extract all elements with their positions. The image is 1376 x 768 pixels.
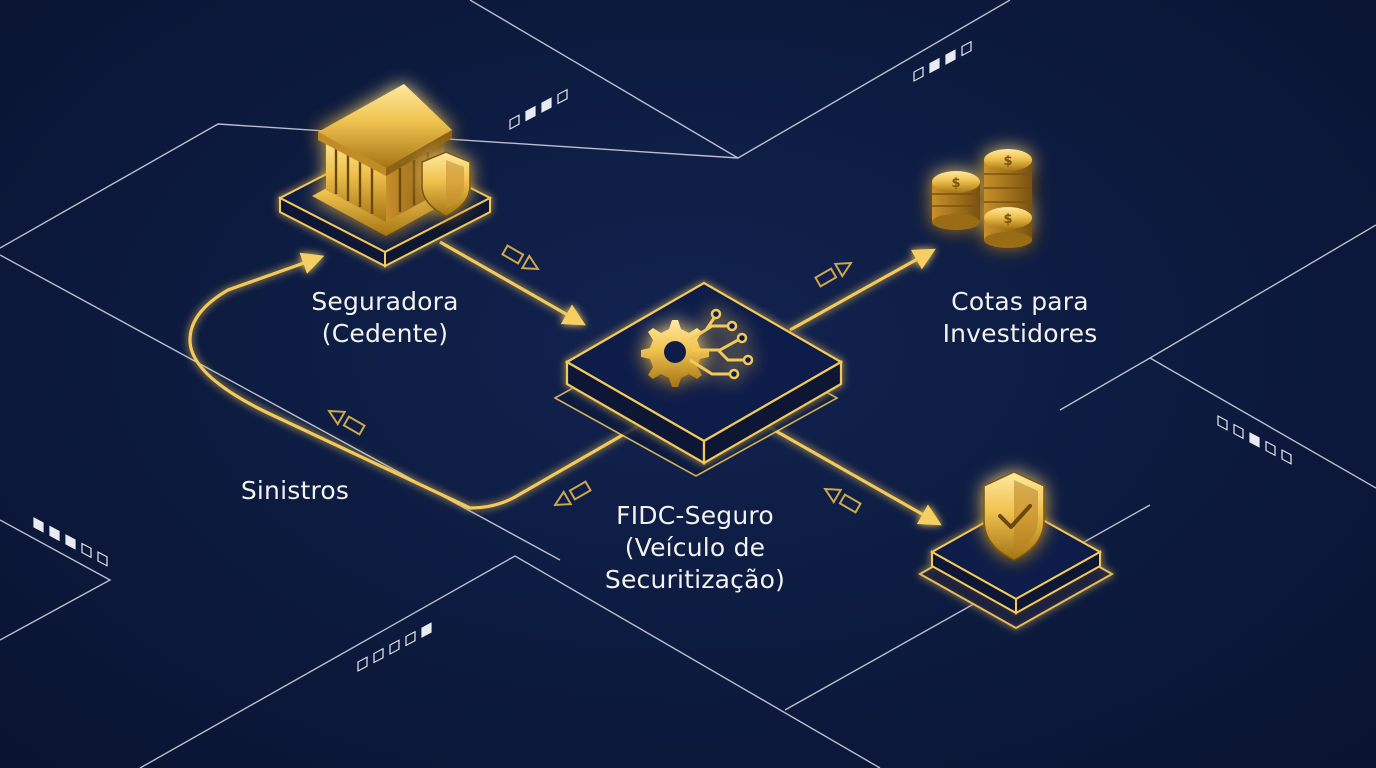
flow-protecao-arrow [759, 420, 942, 526]
flow-connectors [188, 240, 942, 526]
label-seguradora: Seguradora (Cedente) [290, 286, 480, 350]
node-seguradora [277, 84, 493, 268]
label-sinistros: Sinistros [225, 475, 365, 507]
node-cotas: $ $ $ [932, 149, 1032, 248]
platform-protecao [917, 503, 1115, 630]
label-cotas-line2: Investidores [942, 319, 1098, 348]
svg-text:$: $ [951, 176, 960, 191]
label-seguradora-line2: (Cedente) [321, 319, 449, 348]
label-fidc: FIDC-Seguro (Veículo de Securitização) [590, 500, 800, 596]
bank-building-icon [312, 84, 458, 236]
direction-chevrons [327, 244, 862, 514]
label-fidc-line3: Securitização) [604, 565, 786, 594]
label-cotas: Cotas para Investidores [925, 286, 1115, 350]
label-cotas-line1: Cotas para [951, 287, 1089, 316]
label-fidc-line1: FIDC-Seguro [616, 501, 774, 530]
flow-sinistros-loop [188, 252, 641, 510]
label-sinistros-text: Sinistros [240, 476, 350, 505]
label-fidc-line2: (Veículo de [624, 533, 766, 562]
node-protecao [917, 471, 1115, 630]
tick-markers [33, 40, 1292, 672]
gear-circuit-icon [641, 308, 754, 387]
platform-fidc [564, 281, 844, 465]
svg-text:$: $ [1003, 154, 1012, 169]
shield-icon [421, 151, 471, 217]
coin-stack-icon: $ $ $ [932, 149, 1032, 248]
label-seguradora-line1: Seguradora [311, 287, 459, 316]
flow-cotas-arrow [789, 248, 936, 332]
flow-cessao-arrow [439, 240, 586, 326]
node-fidc [553, 281, 844, 477]
shield-check-icon [983, 471, 1045, 561]
svg-text:$: $ [1003, 212, 1012, 227]
